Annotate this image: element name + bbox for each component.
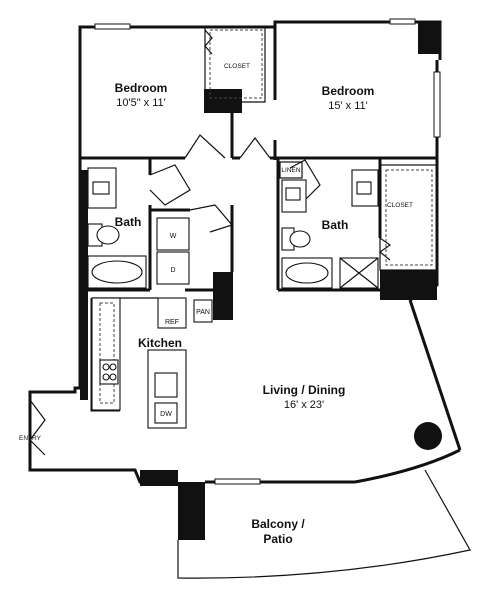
washer-label: W [170, 233, 177, 240]
dryer [156, 251, 190, 285]
exterior-walls [28, 20, 462, 484]
bath-2-name: Bath [322, 218, 349, 232]
bedroom-2-name: Bedroom [322, 84, 375, 98]
pantry [193, 299, 213, 323]
bedroom-1-size: 10'5" x 11' [116, 97, 166, 109]
refrigerator [157, 297, 187, 329]
bath-1-fixtures [87, 167, 147, 289]
dw-label: DW [160, 411, 172, 418]
sink-1 [92, 181, 110, 195]
balcony [177, 469, 471, 579]
structural-columns [80, 22, 442, 540]
kitchen-fixtures: REF PAN DW [91, 297, 213, 429]
bath-2-fixtures [281, 169, 379, 289]
living-size: 16' x 23' [284, 399, 324, 411]
island-sink [154, 372, 178, 398]
doors [29, 29, 392, 456]
linen-closet: LINEN [279, 161, 303, 179]
linen-label: LINEN [281, 167, 300, 174]
kitchen-name: Kitchen [138, 336, 182, 350]
room-labels: Bedroom 10'5" x 11' Bedroom 15' x 11' Ba… [19, 81, 374, 546]
toilet-bowl-1 [96, 225, 120, 245]
entry-label: ENTRY [19, 435, 42, 442]
closet-2: CLOSET [379, 164, 438, 271]
cooktop [99, 359, 119, 385]
ref-label: REF [165, 319, 179, 326]
toilet-bowl-2 [289, 230, 311, 248]
washer [156, 217, 190, 251]
balcony-line-1: Balcony / [251, 517, 305, 531]
closet-2-label: CLOSET [387, 202, 413, 209]
closet-1: CLOSET [209, 29, 263, 99]
balcony-line-2: Patio [263, 532, 292, 546]
laundry: W D [156, 217, 190, 285]
dryer-label: D [170, 267, 175, 274]
windows [94, 18, 441, 485]
closet-1-label: CLOSET [224, 63, 250, 70]
bedroom-1-name: Bedroom [115, 81, 168, 95]
living-name: Living / Dining [263, 383, 346, 397]
pantry-label: PAN [196, 309, 210, 316]
column-round [414, 422, 442, 450]
bath-1-name: Bath [115, 215, 142, 229]
counter-left [91, 297, 121, 411]
dishwasher [154, 402, 178, 424]
bedroom-2-size: 15' x 11' [328, 100, 367, 112]
